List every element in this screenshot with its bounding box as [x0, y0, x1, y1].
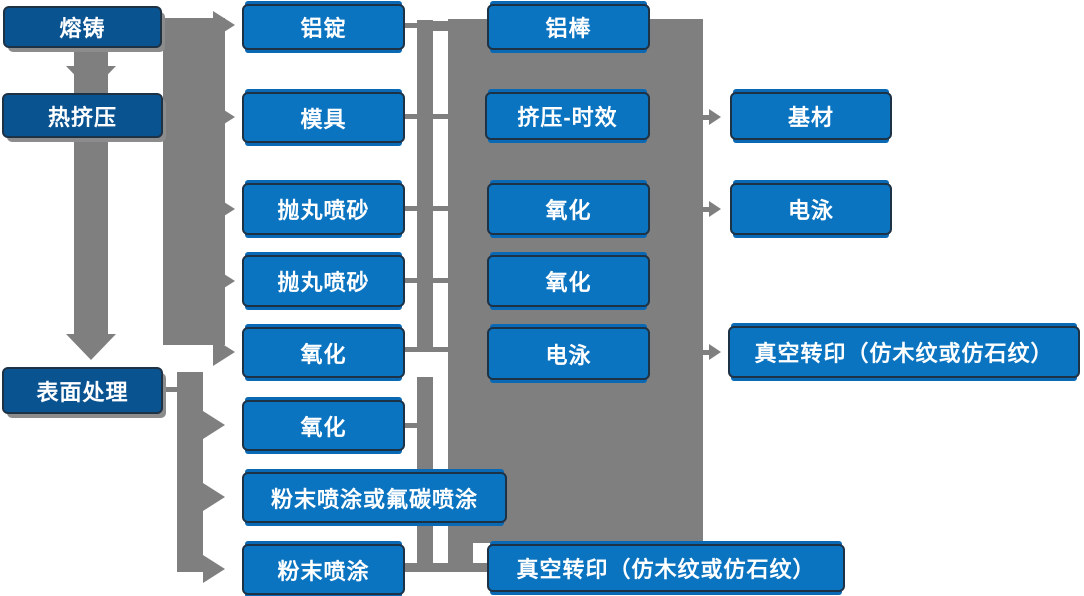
arrow-to-yanghua-c2b-icon — [203, 411, 225, 439]
node-lvbang-label: 铝棒 — [545, 16, 592, 41]
node-yanghua-c2b-label: 氧化 — [300, 414, 347, 440]
connector-main-trunk-top — [163, 18, 225, 345]
node-paowan1: 抛丸喷砂 — [242, 183, 405, 235]
node-fenmo-fu-label: 粉末喷涂或氟碳喷涂 — [270, 486, 478, 512]
node-lvding: 铝锭 — [242, 4, 405, 50]
arrow-to-paowan1-icon — [213, 195, 235, 223]
stub-muju — [405, 114, 417, 119]
connector-main-trunk-bottom — [177, 372, 203, 572]
arrow-to-zhenkong1-icon — [709, 344, 721, 360]
node-jicai: 基材 — [730, 92, 892, 140]
arrow-to-dianyong-c4-icon — [709, 201, 721, 217]
node-rongzhu: 熔铸 — [3, 6, 162, 48]
node-muju: 模具 — [242, 92, 405, 143]
stub-panel-yanghua-row — [433, 347, 448, 352]
node-paowan2: 抛丸喷砂 — [242, 255, 405, 307]
node-yanghua-c3a: 氧化 — [487, 183, 650, 235]
node-lvbang: 铝棒 — [487, 4, 650, 50]
node-yanghua-c2a-label: 氧化 — [300, 341, 347, 367]
node-fenmo-fu: 粉末喷涂或氟碳喷涂 — [242, 472, 507, 523]
arrow-down-to-biaomian-icon — [66, 334, 116, 360]
node-jicai-label: 基材 — [787, 105, 834, 130]
node-yanghua-c2a: 氧化 — [242, 327, 405, 378]
arrow-to-jicai-icon — [709, 109, 721, 125]
node-yanghua-c2b: 氧化 — [242, 400, 405, 451]
node-rejiya: 热挤压 — [2, 93, 163, 138]
stub-panel-paowan2-row — [433, 278, 448, 283]
shaft-to-zhenkong1 — [703, 350, 710, 355]
arrow-to-fenmo-icon — [203, 555, 225, 583]
shaft-to-jicai — [703, 115, 710, 120]
node-muju-label: 模具 — [300, 106, 347, 132]
connector-biaomian-link — [163, 387, 177, 392]
node-biaomian: 表面处理 — [2, 367, 163, 414]
node-dianyong-c4-label: 电泳 — [787, 198, 834, 223]
node-rejiya-label: 热挤压 — [47, 104, 117, 130]
stub-paowan1 — [405, 206, 417, 211]
node-rongzhu-label: 熔铸 — [59, 16, 106, 41]
node-fenmo-label: 粉末喷涂 — [277, 558, 370, 584]
node-dianyong-c3-label: 电泳 — [545, 342, 592, 368]
node-dianyong-c3: 电泳 — [487, 327, 650, 380]
collector-bar-top — [417, 20, 433, 352]
node-jiya-label: 挤压-时效 — [517, 105, 618, 130]
arrow-to-yanghua-c2a-icon — [213, 338, 235, 366]
node-paowan1-label: 抛丸喷砂 — [277, 198, 370, 223]
node-zhenkong2-label: 真空转印（仿木纹或仿石纹） — [516, 557, 816, 582]
node-jiya: 挤压-时效 — [485, 92, 650, 140]
node-zhenkong1: 真空转印（仿木纹或仿石纹） — [728, 326, 1080, 378]
stub-paowan2 — [405, 278, 417, 283]
stub-panel-muju-row — [433, 114, 448, 119]
arrow-to-muju-icon — [213, 103, 235, 131]
node-yanghua-c3a-label: 氧化 — [545, 198, 592, 223]
node-lvding-label: 铝锭 — [300, 16, 347, 41]
arrow-down-to-rejiya-icon — [66, 66, 116, 92]
stub-yanghua-c2a — [405, 347, 417, 352]
node-yanghua-c3b-label: 氧化 — [545, 270, 592, 295]
node-zhenkong1-label: 真空转印（仿木纹或仿石纹） — [754, 341, 1054, 366]
arrow-to-fenmo-fu-icon — [203, 483, 225, 511]
stub-yanghua-c2b — [405, 423, 417, 428]
node-zhenkong2: 真空转印（仿木纹或仿石纹） — [487, 544, 845, 592]
node-dianyong-c4: 电泳 — [730, 183, 892, 235]
shaft-to-dianyong-c4 — [703, 207, 710, 212]
arrow-to-lvding-icon — [213, 11, 235, 39]
stub-lvding — [405, 23, 417, 28]
node-paowan2-label: 抛丸喷砂 — [277, 270, 370, 295]
connector-to-zhenkong2 — [405, 563, 487, 572]
arrow-to-paowan2-icon — [213, 267, 235, 295]
node-yanghua-c3b: 氧化 — [487, 255, 650, 307]
stub-panel-paowan1-row — [433, 206, 448, 211]
node-biaomian-label: 表面处理 — [36, 379, 129, 405]
node-fenmo: 粉末喷涂 — [242, 544, 405, 595]
stub-panel-top — [433, 21, 448, 31]
